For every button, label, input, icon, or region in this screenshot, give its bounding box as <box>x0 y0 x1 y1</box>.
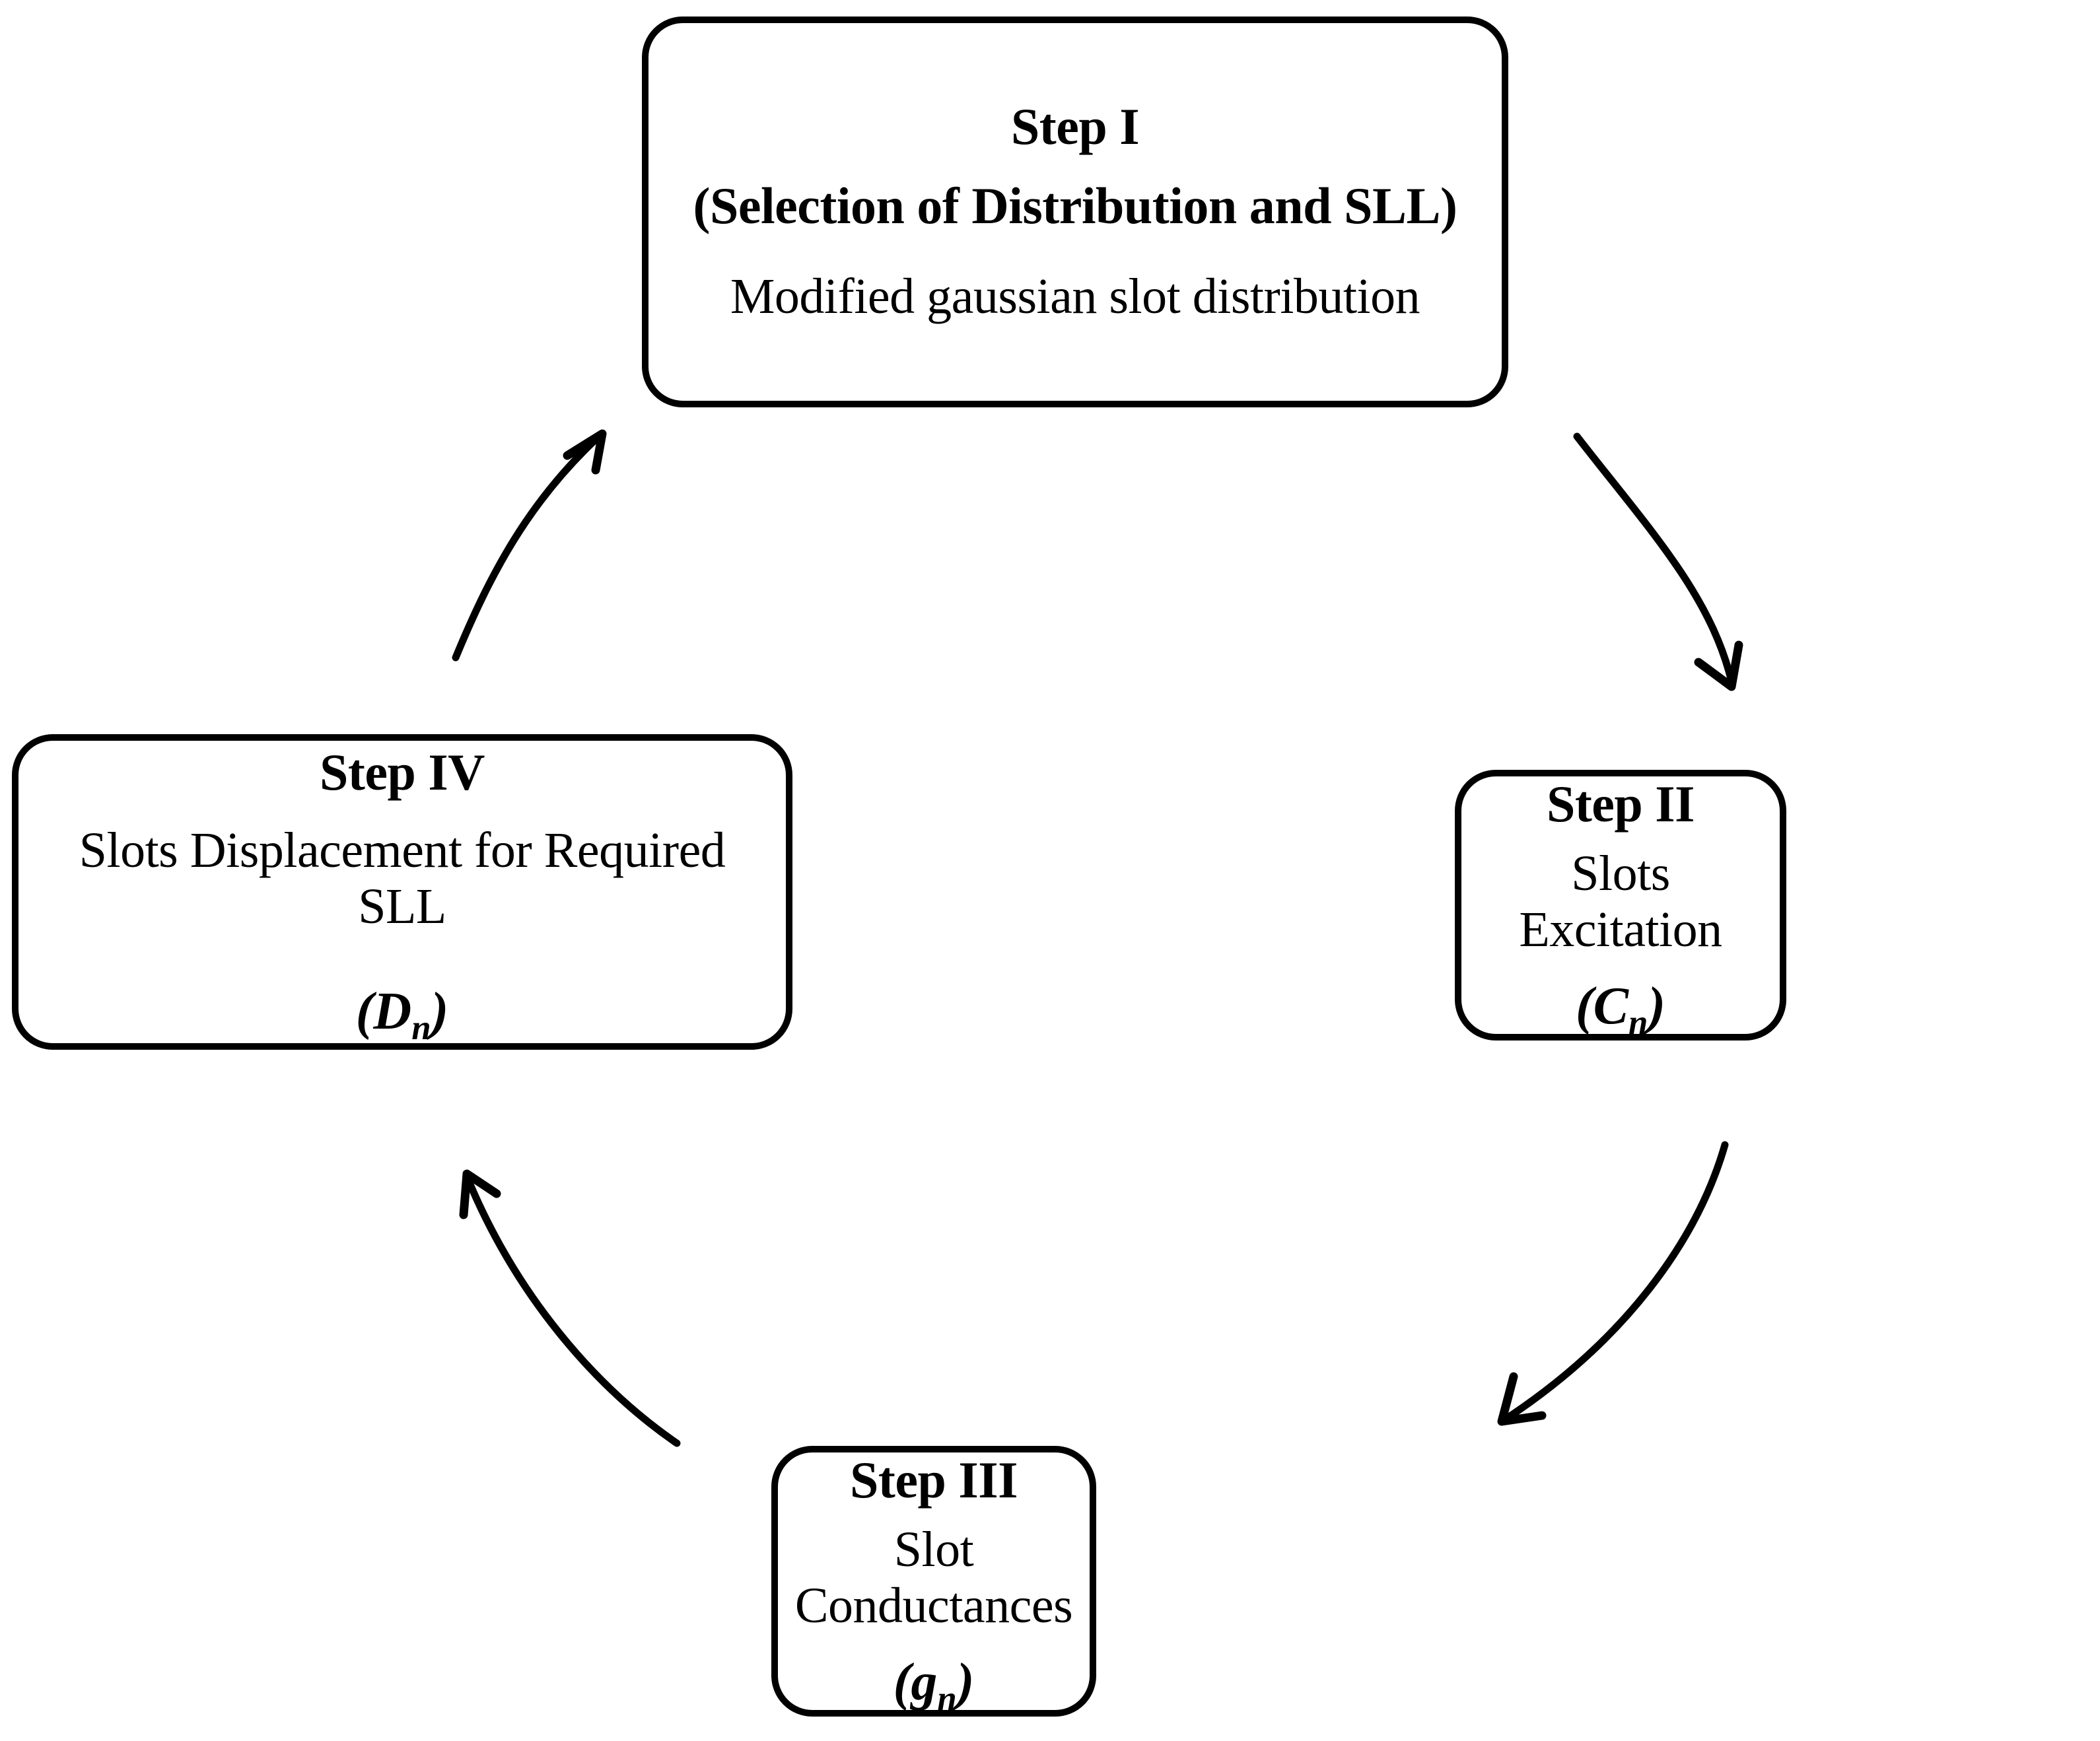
step-3-symbol-open: (g <box>893 1653 938 1711</box>
step-2-title: Step II <box>1546 775 1695 833</box>
step-2-symbol-open: (C <box>1575 977 1628 1035</box>
step-3-body: Slot Conductances <box>794 1521 1073 1633</box>
step-box-step-2[interactable]: Step II Slots Excitation (Cn) <box>1455 770 1786 1041</box>
step-1-subtitle: (Selection of Distribution and SLL) <box>693 176 1457 234</box>
arrow-step3-step4 <box>459 1169 681 1447</box>
arrow-step2-step3 <box>1497 1141 1729 1426</box>
step-4-symbol-open: (D <box>355 982 412 1041</box>
step-4-symbol: (Dn) <box>355 982 449 1046</box>
arrow-step1-step2 <box>1573 432 1743 691</box>
step-1-title: Step I <box>1010 97 1140 155</box>
step-2-symbol-subscript: n <box>1628 1003 1648 1042</box>
step-4-title: Step IV <box>319 743 485 801</box>
step-3-symbol-subscript: n <box>937 1679 957 1718</box>
step-2-symbol-close: ) <box>1648 977 1665 1035</box>
step-3-symbol-close: ) <box>956 1653 975 1711</box>
step-2-body: Slots Excitation <box>1519 845 1722 957</box>
step-1-body: Modified gaussian slot distribution <box>730 269 1420 325</box>
step-4-symbol-close: ) <box>431 982 449 1041</box>
step-4-symbol-subscript: n <box>411 1009 431 1048</box>
step-4-body: Slots Displacement for Required SLL <box>79 823 726 935</box>
step-box-step-3[interactable]: Step III Slot Conductances (gn) <box>771 1446 1096 1717</box>
step-3-title: Step III <box>850 1451 1018 1509</box>
step-3-symbol: (gn) <box>893 1653 975 1717</box>
arrow-step4-step1 <box>452 429 607 662</box>
step-box-step-1[interactable]: Step I (Selection of Distribution and SL… <box>642 17 1508 407</box>
step-box-step-4[interactable]: Step IV Slots Displacement for Required … <box>12 734 792 1050</box>
step-2-symbol: (Cn) <box>1575 977 1665 1041</box>
